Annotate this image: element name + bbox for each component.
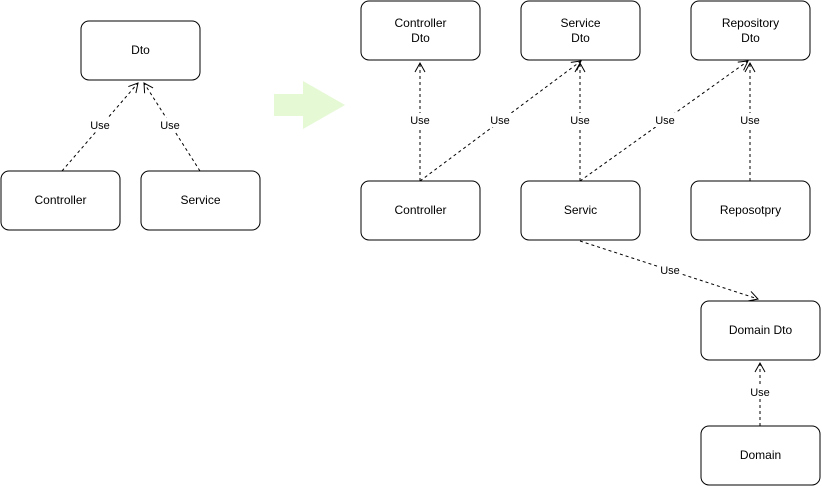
node-label-line-2: Dto: [571, 31, 590, 45]
node-label: Dto: [131, 43, 150, 57]
node-label: Domain: [740, 448, 781, 462]
edge-controller-to-controller-dto: Use: [408, 61, 432, 181]
node-service-left[interactable]: Service: [140, 170, 261, 231]
node-label: Service: [180, 193, 220, 207]
edge-label: Use: [160, 120, 180, 132]
edges-layer: Use Use Use Use Use Use: [61, 60, 772, 426]
node-controller-left[interactable]: Controller: [0, 170, 121, 231]
edge-controller-to-service-dto: Use: [419, 60, 582, 182]
edge-label: Use: [740, 115, 760, 127]
node-label-line-1: Controller: [394, 16, 446, 30]
node-label: Reposotpry: [720, 203, 781, 217]
node-label-line-2: Dto: [741, 31, 760, 45]
node-label-line-2: Dto: [411, 31, 430, 45]
edge-domain-to-domain-dto: Use: [748, 361, 772, 426]
node-controller-right[interactable]: Controller: [360, 180, 481, 241]
edge-label: Use: [660, 265, 680, 277]
edge-label: Use: [750, 387, 770, 399]
node-dto[interactable]: Dto: [80, 20, 201, 81]
edge-servic-to-domain-dto: Use: [579, 240, 759, 302]
node-servic[interactable]: Servic: [520, 180, 641, 241]
edge-servic-to-repository-dto: Use: [579, 60, 749, 182]
node-label: Domain Dto: [729, 323, 793, 337]
node-label: Controller: [34, 193, 86, 207]
node-controller-dto[interactable]: Controller Dto: [360, 0, 481, 61]
node-reposotpry[interactable]: Reposotpry: [690, 180, 811, 241]
edge-servic-to-service-dto: Use: [568, 61, 592, 181]
edge-service-to-dto: Use: [143, 82, 201, 172]
node-domain[interactable]: Domain: [700, 425, 821, 486]
node-label: Servic: [564, 203, 597, 217]
node-label-line-1: Repository: [722, 16, 779, 30]
edge-reposotpry-to-repository-dto: Use: [738, 61, 762, 181]
node-label: Controller: [394, 203, 446, 217]
node-domain-dto[interactable]: Domain Dto: [700, 300, 821, 361]
edge-label: Use: [570, 115, 590, 127]
edge-label: Use: [655, 115, 675, 127]
node-repository-dto[interactable]: Repository Dto: [690, 0, 811, 61]
node-label-line-1: Service: [560, 16, 600, 30]
node-service-dto[interactable]: Service Dto: [520, 0, 641, 61]
edge-label: Use: [90, 120, 110, 132]
edge-label: Use: [490, 115, 510, 127]
edge-label: Use: [410, 115, 430, 127]
transform-arrow-icon: [274, 81, 345, 129]
edge-controller-to-dto: Use: [61, 82, 139, 172]
